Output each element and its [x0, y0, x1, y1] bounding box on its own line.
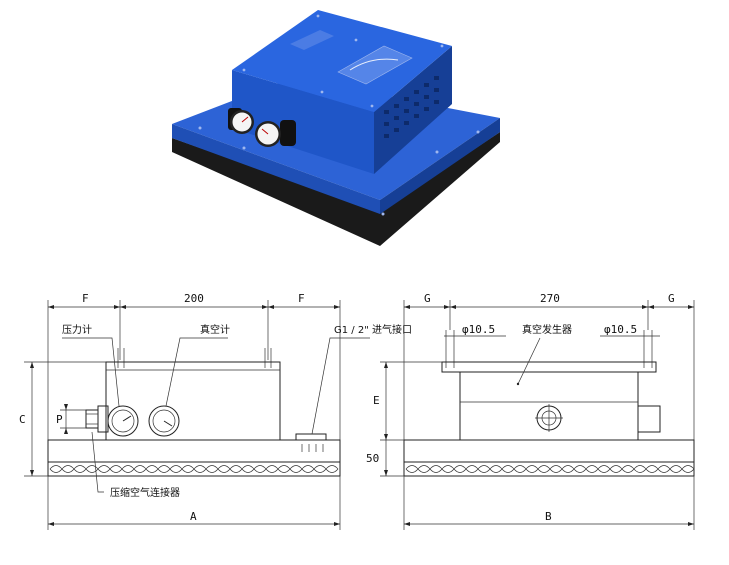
side-view: G 270 G φ10.5 φ10.5 — [366, 292, 695, 530]
label-vacuum-gauge: 真空计 — [200, 323, 230, 336]
screw — [381, 212, 385, 216]
label-pressure-gauge: 压力计 — [62, 323, 92, 336]
dim-hole-right: φ10.5 — [604, 323, 637, 336]
label-compressed-air-connector: 压缩空气连接器 — [110, 486, 180, 499]
screw — [435, 150, 439, 154]
front-generator-box — [105, 361, 281, 441]
dim-p: P — [56, 413, 63, 426]
screw — [198, 126, 202, 130]
generator-box-front — [232, 70, 374, 174]
front-vacuum-gauge — [148, 405, 180, 437]
front-pad-pattern — [49, 465, 339, 473]
front-air-inlet — [295, 433, 327, 441]
dim-a: A — [190, 510, 197, 523]
label-vacuum-generator: 真空发生器 — [522, 323, 572, 336]
vacuum-gauge — [255, 121, 281, 147]
side-pad-pattern — [405, 465, 695, 473]
side-gauge — [535, 404, 563, 432]
screw — [476, 130, 480, 134]
dim-f-left: F — [82, 292, 89, 305]
front-pressure-gauge — [107, 405, 139, 437]
side-base-plate — [403, 439, 695, 463]
label-air-inlet-size: G1 / 2" — [334, 325, 369, 336]
dim-50: 50 — [366, 452, 379, 465]
dim-270: 270 — [540, 292, 560, 305]
generator-box-top — [232, 10, 452, 112]
front-rubber-pad — [47, 461, 341, 477]
dim-g-right: G — [668, 292, 675, 305]
label-plate — [337, 45, 413, 85]
base-plate-side — [380, 118, 500, 214]
dim-e: E — [373, 394, 380, 407]
front-view: F 200 F — [19, 292, 412, 530]
front-air-connector — [85, 405, 109, 433]
dim-hole-left: φ10.5 — [462, 323, 495, 336]
dim-c: C — [19, 413, 26, 426]
label-plate-small — [290, 30, 334, 50]
dim-b: B — [545, 510, 552, 523]
pressure-gauge — [230, 110, 254, 134]
dim-g-left: G — [424, 292, 431, 305]
label-air-inlet: 进气接口 — [372, 323, 412, 336]
rubber-pad — [172, 132, 500, 246]
screw — [242, 146, 246, 150]
side-top-flange — [441, 361, 657, 373]
product-photo — [172, 10, 500, 246]
dim-200: 200 — [184, 292, 204, 305]
generator-box-side — [374, 46, 452, 174]
side-rubber-pad — [403, 461, 695, 477]
front-base-plate — [47, 439, 341, 463]
base-plate-front — [172, 124, 380, 214]
dim-f-right: F — [298, 292, 305, 305]
